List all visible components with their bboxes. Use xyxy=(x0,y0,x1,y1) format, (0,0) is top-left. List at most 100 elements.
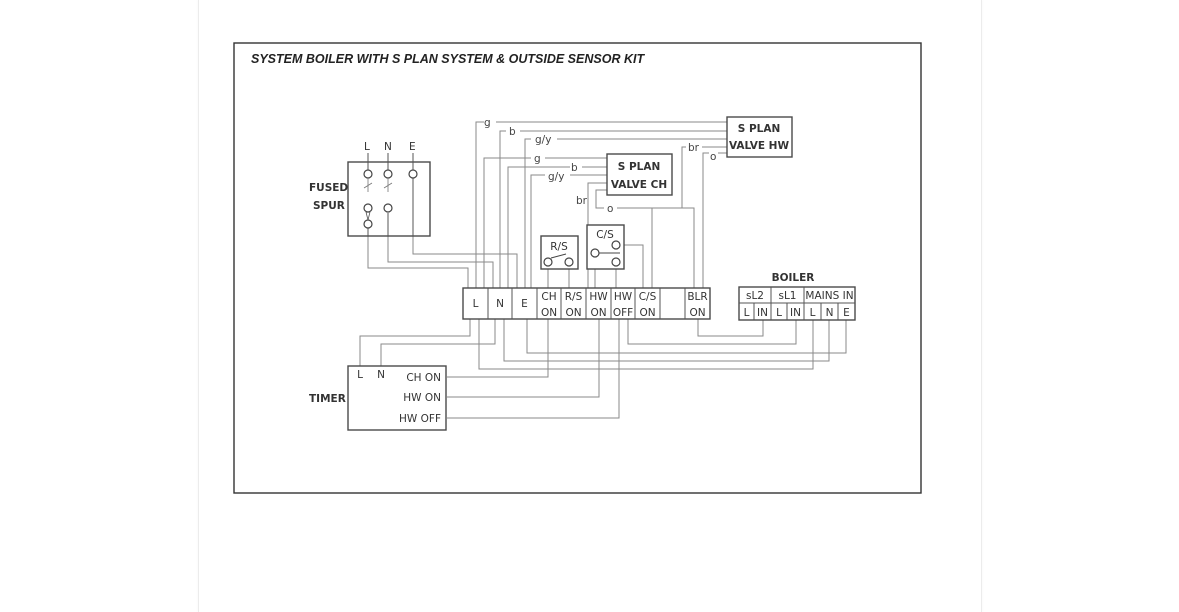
spur-label-e: E xyxy=(409,141,416,153)
valve-hw: S PLAN VALVE HW xyxy=(726,116,793,158)
strip-terminal: E xyxy=(521,298,528,310)
spur-label-l: L xyxy=(364,141,370,153)
fused-spur: L N E FUSED SPUR xyxy=(309,141,431,237)
boiler-terminal-label: N xyxy=(826,307,834,319)
valve-hw-label-2: VALVE HW xyxy=(729,140,790,152)
wire-label-hw-g: g xyxy=(484,117,491,129)
timer-terminal-l: L xyxy=(357,369,363,381)
wire-timer-chon xyxy=(447,319,549,378)
timer-output-ch-on: CH ON xyxy=(406,372,441,384)
strip-terminal-top-label: HW xyxy=(589,291,608,303)
strip-terminal-top-label: R/S xyxy=(565,291,583,303)
boiler-group-label: MAINS IN xyxy=(805,290,853,302)
wire-label-ch-g: g xyxy=(534,153,541,165)
wire-timer-n xyxy=(380,319,496,366)
boiler-terminal-label: L xyxy=(776,307,782,319)
timer-label: TIMER xyxy=(309,393,346,405)
strip-terminal: L xyxy=(473,298,479,310)
wire-label-ch-b: b xyxy=(571,162,578,174)
valve-hw-box xyxy=(726,116,793,158)
strip-terminal: HW ON xyxy=(589,291,608,319)
wire-ch-gy xyxy=(530,174,607,288)
timer-output-hw-off: HW OFF xyxy=(399,413,441,425)
timer-output-hw-on: HW ON xyxy=(403,392,441,404)
wire-label-hw-o: o xyxy=(710,151,716,163)
strip-terminal-bottom-label: ON xyxy=(689,307,705,319)
wire-hw-b xyxy=(499,130,727,288)
wire-ch-o xyxy=(595,189,695,288)
fused-spur-label: FUSED xyxy=(309,182,348,194)
wire-label-ch-gy: g/y xyxy=(548,171,564,183)
strip-terminal-top-label: BLR xyxy=(687,291,707,303)
wire-cs-on xyxy=(620,244,644,288)
wire-label-ch-o: o xyxy=(607,203,613,215)
strip-terminal: R/S ON xyxy=(565,291,583,319)
fuse-symbol xyxy=(363,178,393,192)
strip-terminal-top-label: HW xyxy=(614,291,633,303)
wire-boiler-e xyxy=(526,319,847,354)
boiler-terminal-label: L xyxy=(744,307,750,319)
wire-labels: g b g/y br o g b g/y br o xyxy=(484,117,716,215)
strip-terminal-top-label: C/S xyxy=(639,291,657,303)
wire-timer-hwon xyxy=(447,319,600,398)
wire-ch-b xyxy=(507,166,607,288)
valve-ch-label-1: S PLAN xyxy=(618,161,661,173)
strip-terminal-bottom-label: ON xyxy=(590,307,606,319)
wire-hw-g xyxy=(475,121,727,288)
strip-terminal-bottom-label: ON xyxy=(565,307,581,319)
strip-terminal: N xyxy=(496,298,504,310)
diagram-title: SYSTEM BOILER WITH S PLAN SYSTEM & OUTSI… xyxy=(251,52,645,66)
timer-box xyxy=(347,365,447,431)
room-stat-label: R/S xyxy=(550,241,568,253)
strip-terminal: CH ON xyxy=(541,291,557,319)
boiler-group-label: sL1 xyxy=(778,290,796,302)
strip-terminal: BLR ON xyxy=(687,291,707,319)
boiler-label: BOILER xyxy=(772,272,815,284)
boiler-terminal-label: IN xyxy=(757,307,768,319)
strip-terminal: HW OFF xyxy=(613,291,633,319)
wire-boiler-n xyxy=(503,319,830,362)
wire-hw-gy xyxy=(524,138,727,288)
room-stat: R/S xyxy=(540,235,579,270)
strip-terminal: C/S ON xyxy=(639,291,657,319)
wire-boiler-l xyxy=(478,319,814,370)
strip-terminal-bottom-label: OFF xyxy=(613,307,633,319)
valve-ch-box xyxy=(606,153,673,196)
valve-ch-label-2: VALVE CH xyxy=(611,179,667,191)
wire-spur-e xyxy=(412,236,518,288)
wiring-centre-strip: L N E CH ON R/S ON HW ON HW OFF C/S ON BLR ON xyxy=(462,287,711,320)
fused-spur-label-2: SPUR xyxy=(313,200,345,212)
wire-spur-n xyxy=(387,236,494,288)
valve-hw-label-1: S PLAN xyxy=(738,123,781,135)
timer: L N CH ON HW ON HW OFF TIMER xyxy=(309,365,447,431)
strip-terminal-top-label: CH xyxy=(541,291,556,303)
wire-boiler-sl1 xyxy=(627,319,797,345)
wire-timer-l xyxy=(359,319,471,366)
cylinder-stat-label: C/S xyxy=(596,229,614,241)
spur-label-n: N xyxy=(384,141,392,153)
strip-terminal-label: L xyxy=(473,298,479,310)
wire-boiler-sl2 xyxy=(697,319,764,337)
strip-terminal-bottom-label: ON xyxy=(541,307,557,319)
wire-label-ch-br: br xyxy=(576,195,588,207)
cylinder-stat: C/S xyxy=(586,224,625,270)
strip-terminal-label: N xyxy=(496,298,504,310)
valve-ch: S PLAN VALVE CH xyxy=(606,153,673,196)
strip-terminal-label: E xyxy=(521,298,528,310)
wires xyxy=(359,121,847,419)
boiler-terminal-label: E xyxy=(843,307,850,319)
wire-timer-hwoff xyxy=(447,319,620,419)
wire-spur-l xyxy=(367,236,469,288)
wire-hw-o xyxy=(702,152,727,288)
timer-terminal-n: N xyxy=(377,369,385,381)
wire-label-hw-br: br xyxy=(688,142,700,154)
strip-terminal-bottom-label: ON xyxy=(639,307,655,319)
wire-label-hw-b: b xyxy=(509,126,516,138)
boiler-terminal-label: L xyxy=(810,307,816,319)
diagram-frame xyxy=(233,42,922,494)
wire-label-hw-gy: g/y xyxy=(535,134,551,146)
boiler-terminal-label: IN xyxy=(790,307,801,319)
wire-ch-g xyxy=(483,157,607,288)
